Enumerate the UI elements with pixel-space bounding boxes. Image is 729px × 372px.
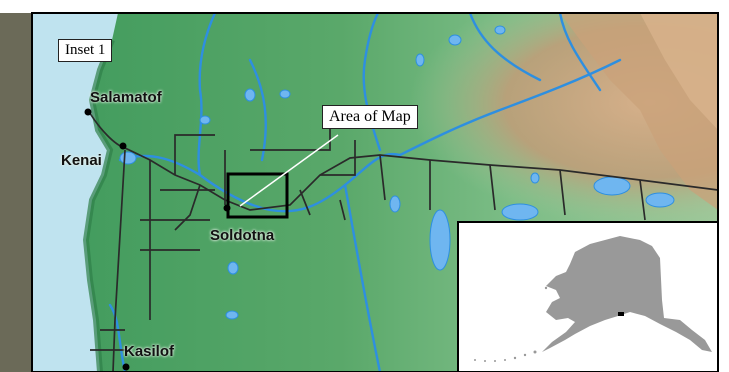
area-of-map-box <box>226 172 289 219</box>
map-border <box>31 12 719 372</box>
town-dot-icon <box>84 108 231 371</box>
place-label-kasilof: Kasilof <box>124 343 175 360</box>
alaska-locator-icon <box>542 236 712 352</box>
place-label-soldotna: Soldotna <box>210 227 275 244</box>
inset-label: Inset 1 <box>58 39 113 62</box>
callout-leader-line <box>239 134 339 207</box>
alaska-locator-inset <box>457 221 719 372</box>
lakes <box>119 25 675 320</box>
left-imagery-strip <box>0 0 32 372</box>
rivers <box>108 13 622 372</box>
area-of-map-label: Area of Map <box>322 105 418 129</box>
place-label-salamatof: Salamatof <box>90 89 162 106</box>
cook-inlet-water <box>32 13 118 372</box>
place-label-kenai: Kenai <box>61 152 102 169</box>
